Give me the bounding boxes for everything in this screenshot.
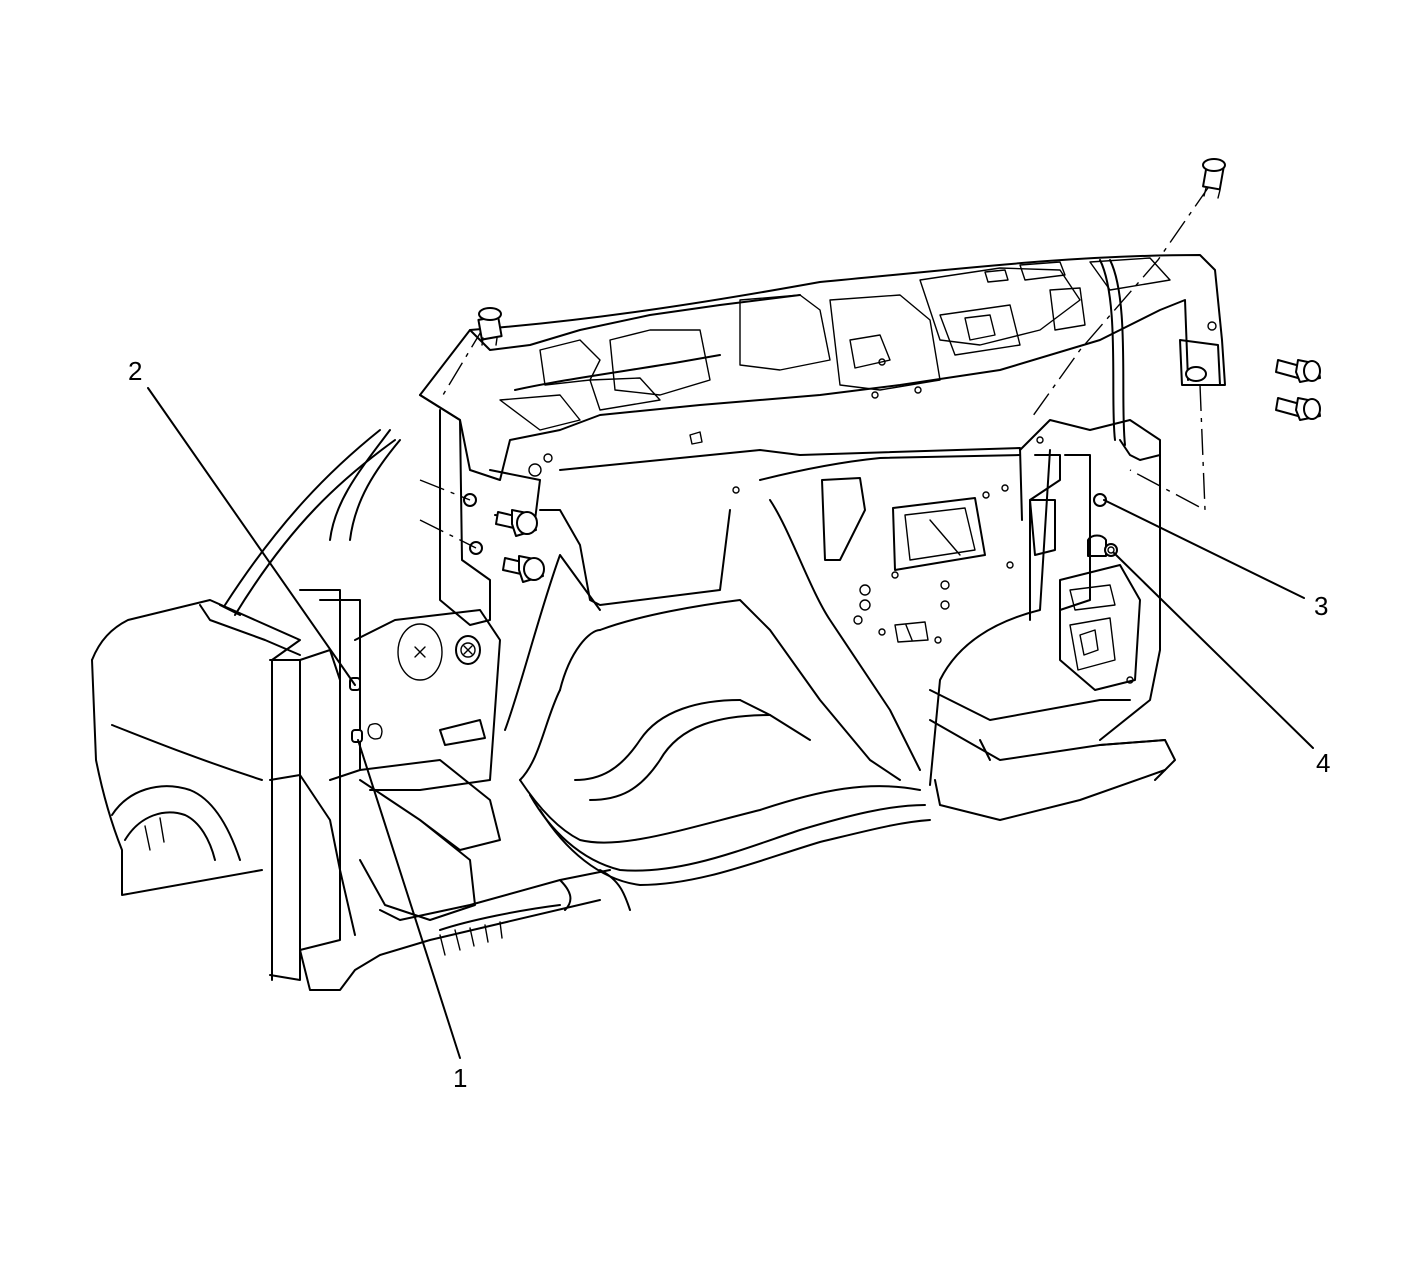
bolt-left-upper xyxy=(495,509,538,537)
bolt-right-lower xyxy=(1275,397,1321,421)
callout-label-1: 1 xyxy=(453,1063,467,1093)
assembly-lines xyxy=(419,184,1211,549)
engine-bay-floor xyxy=(504,554,1166,886)
left-fender xyxy=(91,599,301,981)
leader-line-4 xyxy=(1113,552,1314,749)
bolt-left-lower xyxy=(502,555,545,583)
leader-lines xyxy=(147,387,1314,1059)
left-bracket xyxy=(419,394,541,626)
leader-line-1 xyxy=(357,739,461,1059)
bolt-right-upper xyxy=(1275,359,1321,383)
bolt-top-left xyxy=(477,307,503,346)
right-side-panel xyxy=(1019,259,1161,741)
callout-label-4: 4 xyxy=(1316,748,1330,778)
left-pillar xyxy=(224,429,501,981)
callout-labels: 2 1 3 4 xyxy=(128,356,1330,1093)
callout-label-2: 2 xyxy=(128,356,142,386)
leader-line-2 xyxy=(147,387,356,686)
firewall-panel xyxy=(539,447,1051,786)
upper-support-bar xyxy=(419,254,1226,481)
leader-line-3 xyxy=(1103,499,1305,599)
callout-label-3: 3 xyxy=(1314,591,1328,621)
bolt-top-right xyxy=(1202,158,1226,199)
lower-floor xyxy=(299,739,1176,991)
